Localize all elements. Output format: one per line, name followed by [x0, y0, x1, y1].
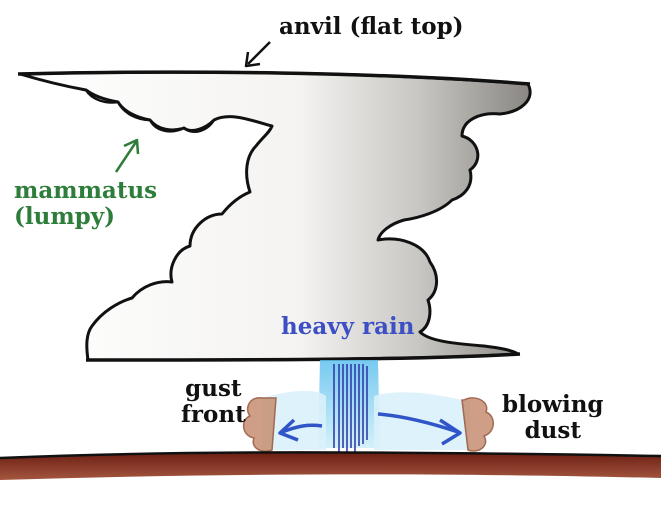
mammatus-label-line2: (lumpy): [14, 203, 116, 230]
mammatus-label-line1: mammatus: [14, 177, 158, 204]
anvil-pointer-arrowhead: [244, 51, 261, 68]
outflow-arrowhead-left: [278, 418, 299, 442]
rain-shaft: [318, 360, 380, 448]
mammatus-pointer-arrow: [114, 141, 138, 173]
gust-front-label-line1: gust: [185, 375, 242, 402]
outflow-arrowhead-right: [439, 418, 462, 446]
ground: [0, 452, 661, 480]
cloud-base: [85, 352, 521, 362]
ground-line: [0, 451, 661, 460]
gust-front-label-line2: front: [181, 401, 246, 428]
mammatus-pointer-arrowhead: [123, 138, 140, 155]
anvil-label: anvil (flat top): [279, 13, 464, 40]
blowing-dust-label-line1: blowing: [502, 391, 604, 418]
blowing-dust-label: blowing dust: [502, 392, 604, 444]
gust-front-label: gust front: [181, 376, 246, 428]
anvil-pointer-arrow: [247, 41, 271, 65]
heavy-rain-label: heavy rain: [281, 313, 415, 340]
anvil-top-line: [17, 70, 531, 86]
outflow-arrow-left: [281, 423, 323, 434]
mammatus-lumps: [84, 89, 216, 133]
rain-streaks: [333, 364, 368, 454]
blowing-dust-label-line2: dust: [524, 417, 581, 444]
outflow-arrow-right: [377, 412, 459, 434]
blowing-dust: [461, 397, 494, 452]
gust-front-dust: [242, 397, 277, 452]
mammatus-label: mammatus (lumpy): [14, 178, 157, 230]
